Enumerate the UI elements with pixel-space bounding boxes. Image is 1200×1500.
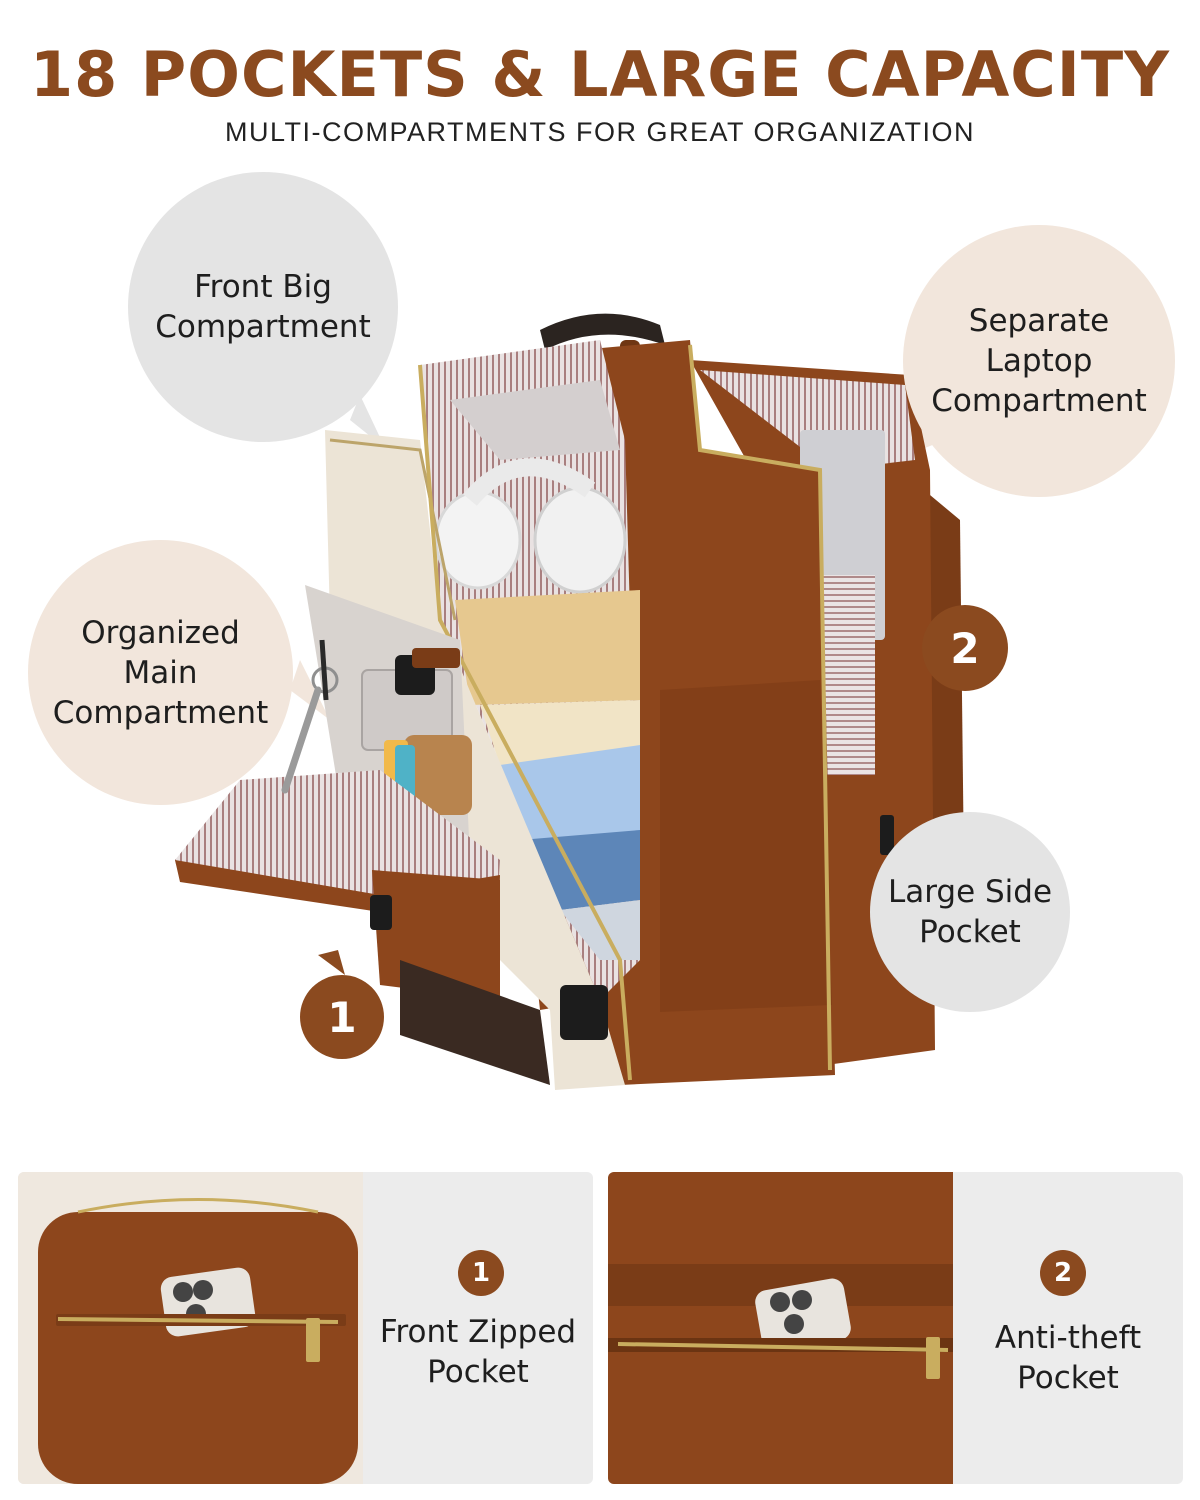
front-zipped-pocket-label: Front Zipped Pocket	[379, 1314, 577, 1390]
backpack-illustration	[175, 313, 965, 1090]
page-subtitle: MULTI-COMPARTMENTS FOR GREAT ORGANIZATIO…	[224, 117, 975, 147]
anti-theft-pocket-panel: 2 Anti-theft Pocket	[608, 1172, 1183, 1484]
marker-2-badge: 2	[922, 605, 1008, 691]
callout-front-big-compartment: Front Big Compartment	[128, 172, 398, 442]
front-zipped-pocket-panel: 1 Front Zipped Pocket	[18, 1172, 593, 1484]
page-title: 18 POCKETS & LARGE CAPACITY	[29, 38, 1171, 111]
front-pocket-photo	[18, 1172, 363, 1484]
marker-1-badge: 1	[300, 975, 384, 1059]
anti-theft-pocket-photo	[608, 1172, 953, 1484]
callout-organized-main-compartment: Organized Main Compartment	[28, 540, 293, 805]
callout-separate-laptop-compartment: Separate Laptop Compartment	[903, 225, 1175, 497]
panel-1-badge: 1	[458, 1250, 504, 1296]
callout-large-side-pocket: Large Side Pocket	[870, 812, 1070, 1012]
anti-theft-pocket-label: Anti-theft Pocket	[994, 1320, 1142, 1396]
panel-2-badge: 2	[1040, 1250, 1086, 1296]
